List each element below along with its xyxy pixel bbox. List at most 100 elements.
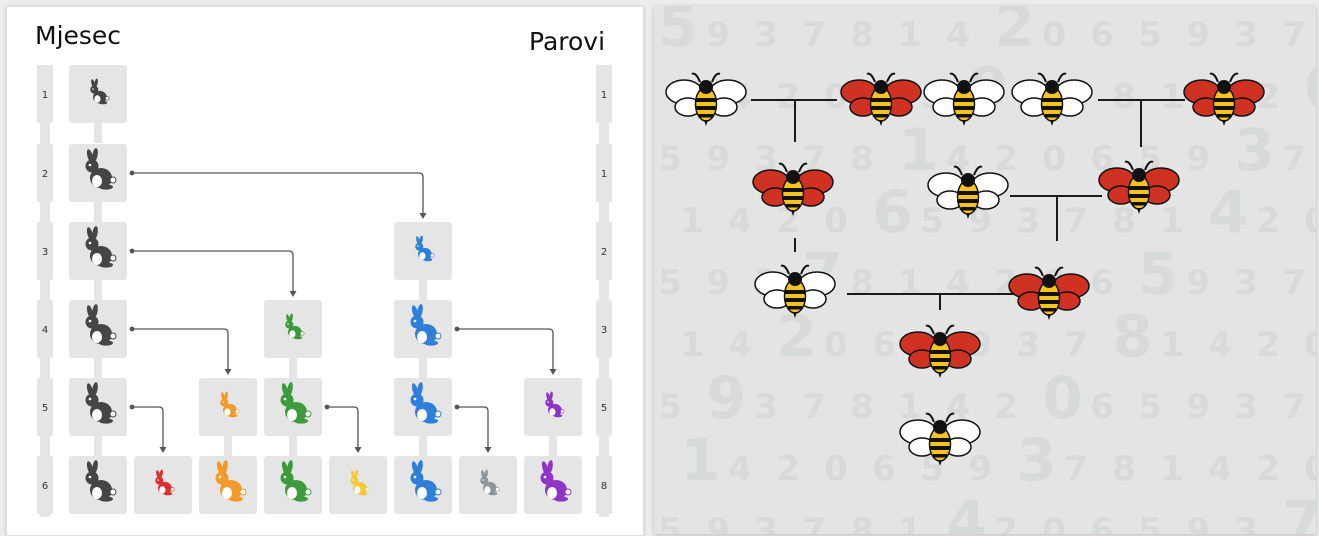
svg-text:8: 8 — [1112, 201, 1136, 241]
svg-text:1: 1 — [1160, 325, 1184, 365]
offspring-arrow — [132, 406, 164, 448]
rabbit-icon — [350, 469, 370, 496]
svg-text:4: 4 — [1208, 178, 1248, 246]
svg-text:7: 7 — [1282, 139, 1306, 179]
svg-text:4: 4 — [946, 15, 970, 55]
lineage-connector — [224, 436, 232, 456]
pairs-value: 5 — [601, 403, 607, 414]
svg-text:5: 5 — [658, 6, 698, 60]
svg-text:4: 4 — [1208, 449, 1232, 489]
lineage-connector — [94, 123, 102, 143]
month-value: 6 — [42, 481, 48, 492]
bee-icon — [899, 412, 981, 466]
rabbit-icon — [85, 226, 117, 268]
svg-text:3: 3 — [1234, 263, 1258, 303]
svg-text:3: 3 — [754, 511, 778, 534]
svg-text:3: 3 — [754, 139, 778, 179]
rabbit-icon — [85, 382, 117, 424]
svg-text:2: 2 — [776, 77, 800, 117]
month-label-box — [37, 300, 53, 358]
svg-text:5: 5 — [658, 139, 682, 179]
bee-tree-panel: 5937814206593781420659378142065937814206… — [654, 6, 1316, 534]
svg-text:8: 8 — [850, 15, 874, 55]
svg-text:0: 0 — [1304, 54, 1316, 122]
svg-text:3: 3 — [1234, 15, 1258, 55]
rabbit-icon — [155, 469, 175, 496]
rabbit-icon — [410, 304, 442, 346]
svg-text:4: 4 — [1208, 325, 1232, 365]
rabbit-icon — [280, 382, 312, 424]
svg-text:8: 8 — [850, 263, 874, 303]
svg-text:3: 3 — [1016, 426, 1056, 494]
svg-text:5: 5 — [1138, 15, 1162, 55]
svg-text:0: 0 — [824, 201, 848, 241]
bee-icon — [665, 72, 747, 126]
svg-text:3: 3 — [1016, 325, 1040, 365]
pairs-value: 1 — [601, 169, 607, 180]
month-column-title: Mjesec — [35, 21, 122, 50]
bee-icon — [899, 324, 981, 378]
rabbit-icon — [220, 391, 240, 418]
rabbit-icon — [85, 304, 117, 346]
pairs-value: 3 — [601, 325, 607, 336]
svg-text:0: 0 — [1042, 15, 1066, 55]
svg-text:7: 7 — [1282, 387, 1306, 427]
svg-text:4: 4 — [728, 449, 752, 489]
pairs-rail — [599, 65, 609, 517]
svg-text:7: 7 — [1064, 325, 1088, 365]
offspring-arrow — [327, 406, 359, 448]
svg-text:5: 5 — [920, 201, 944, 241]
offspring-arrow — [132, 328, 229, 370]
svg-text:1: 1 — [1160, 449, 1184, 489]
lineage-connector — [419, 436, 427, 456]
svg-text:1: 1 — [898, 15, 922, 55]
svg-text:9: 9 — [706, 139, 730, 179]
svg-text:7: 7 — [1282, 488, 1316, 534]
svg-text:6: 6 — [1090, 263, 1114, 303]
rabbit-icon — [410, 460, 442, 502]
svg-text:7: 7 — [802, 511, 826, 534]
svg-text:4: 4 — [946, 263, 970, 303]
svg-text:2: 2 — [1256, 325, 1280, 365]
svg-text:7: 7 — [1282, 15, 1306, 55]
svg-text:2: 2 — [994, 6, 1034, 60]
bee-icon — [1183, 72, 1265, 126]
month-value: 3 — [42, 247, 48, 258]
svg-text:7: 7 — [802, 139, 826, 179]
offspring-arrow — [457, 406, 489, 448]
svg-text:4: 4 — [728, 201, 752, 241]
lineage-connector — [289, 436, 297, 456]
svg-text:6: 6 — [1090, 15, 1114, 55]
svg-text:8: 8 — [850, 387, 874, 427]
bee-icon — [1011, 72, 1093, 126]
lineage-connector — [94, 358, 102, 378]
rabbit-icon — [545, 391, 565, 418]
arrowhead — [289, 291, 297, 297]
bee-icon — [927, 165, 1009, 219]
pairs-label-box — [596, 144, 612, 202]
lineage-connector — [94, 436, 102, 456]
rabbit-icon — [85, 460, 117, 502]
svg-text:4: 4 — [946, 139, 970, 179]
lineage-connector — [419, 280, 427, 300]
svg-text:3: 3 — [1234, 387, 1258, 427]
rabbit-icon — [285, 313, 305, 340]
svg-text:2: 2 — [1256, 201, 1280, 241]
arrowhead — [159, 447, 167, 453]
bee-icon — [1098, 160, 1180, 214]
month-rail — [40, 65, 50, 517]
rabbit-icon — [480, 469, 500, 496]
svg-text:0: 0 — [1304, 201, 1316, 241]
svg-text:9: 9 — [706, 364, 746, 432]
svg-text:9: 9 — [1186, 263, 1210, 303]
svg-text:2: 2 — [776, 449, 800, 489]
svg-text:7: 7 — [1064, 449, 1088, 489]
bee-family-tree: 5937814206593781420659378142065937814206… — [658, 6, 1316, 534]
svg-text:6: 6 — [872, 325, 896, 365]
svg-text:0: 0 — [1304, 325, 1316, 365]
bee-icon — [1008, 266, 1090, 320]
svg-text:0: 0 — [824, 449, 848, 489]
svg-text:9: 9 — [706, 263, 730, 303]
